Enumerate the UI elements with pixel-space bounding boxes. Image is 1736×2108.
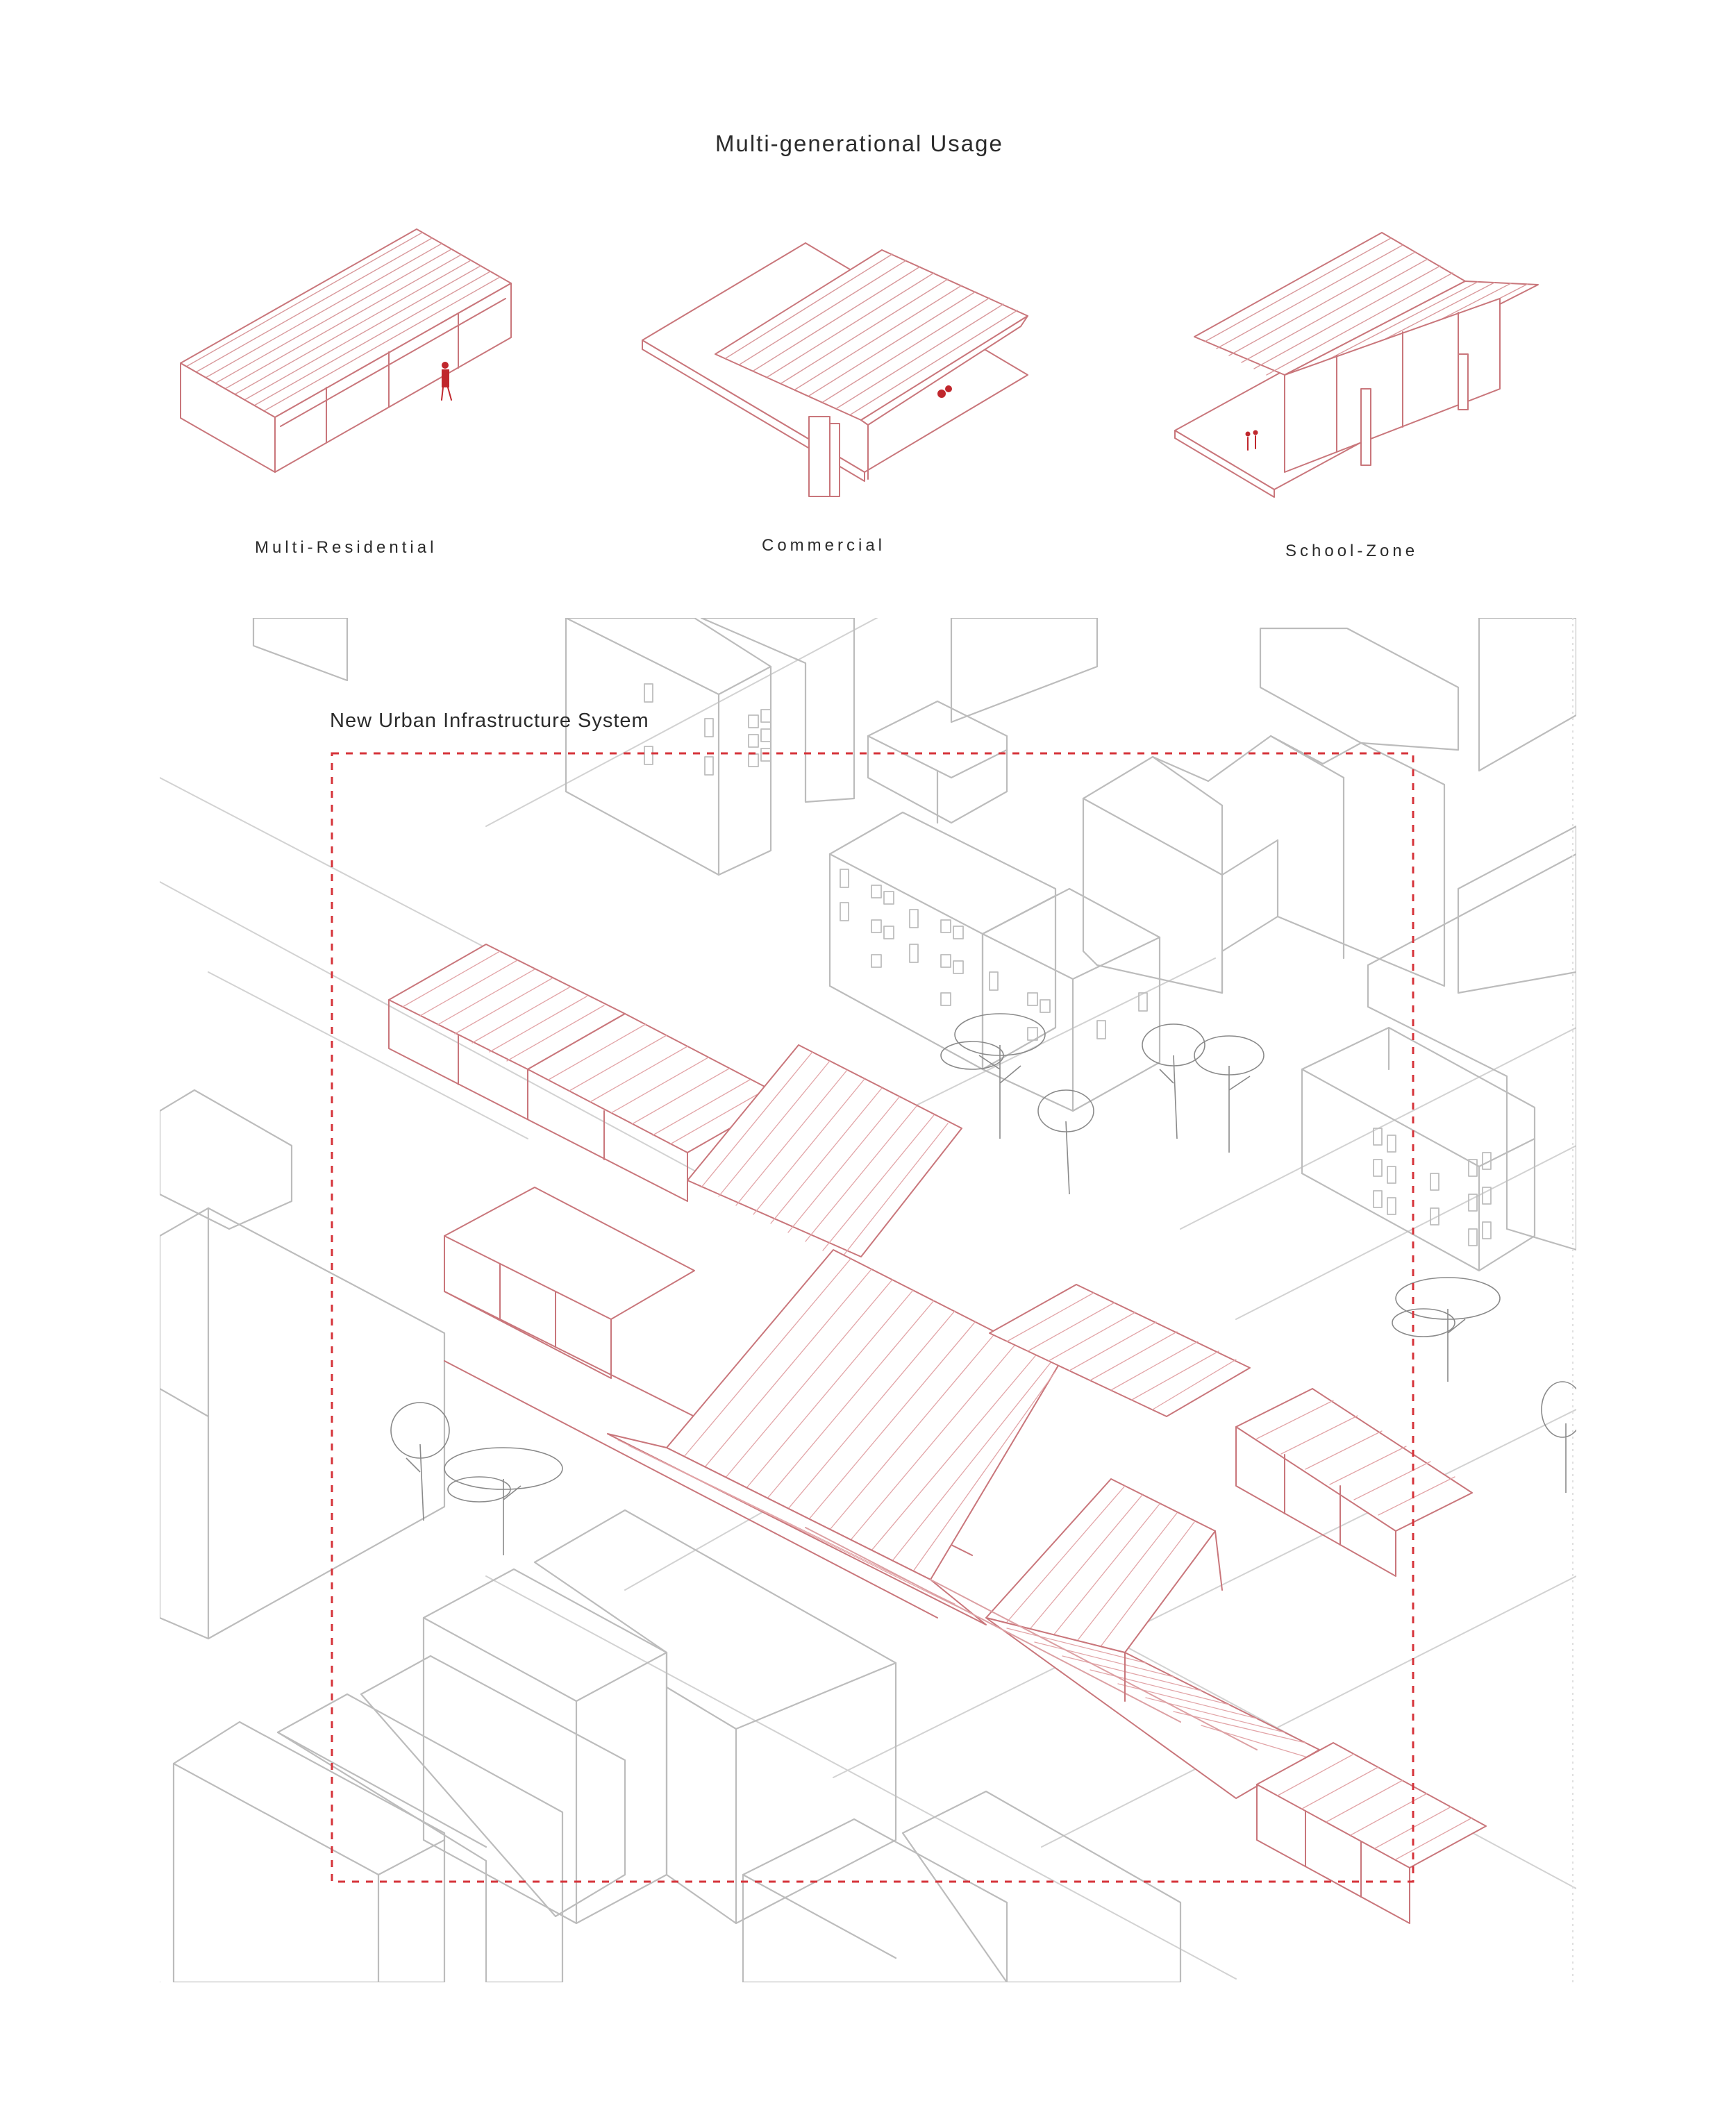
tree-icons [390, 1013, 1576, 1555]
module-label-multi-residential: Multi-Residential [255, 538, 437, 557]
building-windows [644, 683, 1492, 1246]
tree-icon [1541, 1381, 1576, 1493]
commercial-pavilion-icon [642, 242, 1028, 497]
tree-icon [1194, 1035, 1265, 1153]
module-label-commercial: Commercial [762, 536, 886, 555]
street-grid [160, 618, 1576, 1980]
tree-icon [1142, 1023, 1205, 1139]
school-zone-pavilion-icon [1174, 232, 1539, 498]
context-buildings [160, 618, 1576, 1982]
page-title: Multi-generational Usage [715, 131, 1003, 156]
infrastructure-canopies [388, 944, 1487, 1924]
site-plan-label: New Urban Infrastructure System [330, 710, 649, 732]
multi-residential-pavilion-icon [180, 228, 512, 473]
tree-icon [390, 1402, 450, 1521]
tree-icon [940, 1013, 1046, 1139]
module-label-school-zone: School-Zone [1285, 542, 1419, 560]
tree-icon [444, 1447, 563, 1555]
site-boundary [331, 752, 1414, 1883]
tree-icon [1037, 1089, 1094, 1195]
tree-icon [1392, 1277, 1501, 1382]
